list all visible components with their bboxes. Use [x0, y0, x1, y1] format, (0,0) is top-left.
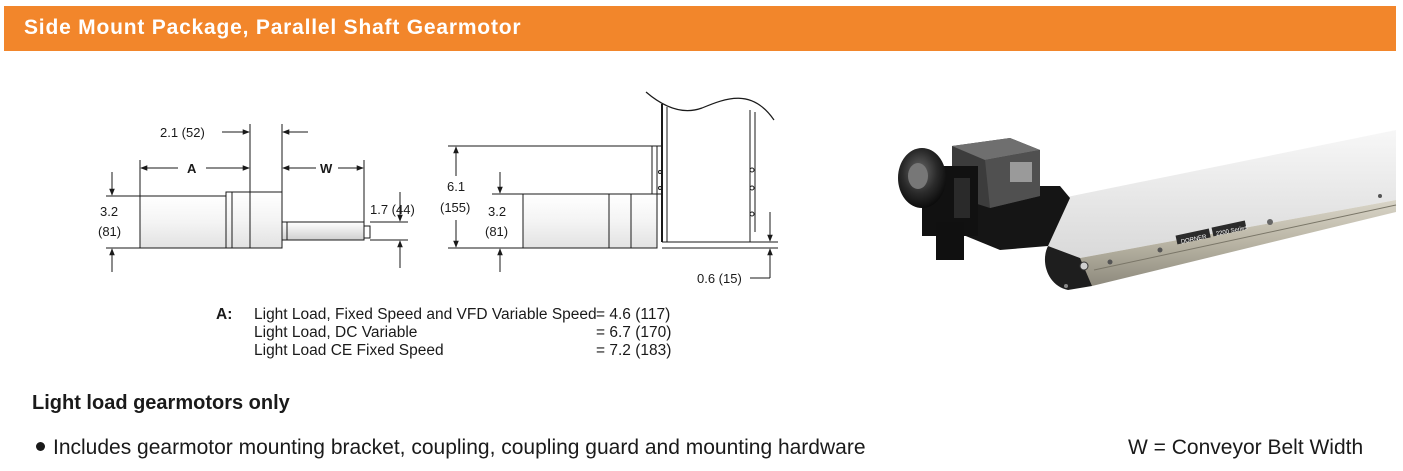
end-dim-height-mm: (81) [485, 224, 508, 239]
section-heading: Light load gearmotors only [32, 392, 290, 414]
bullet-dot-icon [36, 441, 45, 451]
dimension-a-row-description: Light Load, DC Variable [254, 324, 418, 341]
conveyor-side-rail [1078, 200, 1396, 286]
end-view-drawing [448, 91, 778, 279]
dim-offset-label: 2.1 (52) [160, 125, 205, 140]
side-dim-height-mm: (81) [98, 224, 121, 239]
end-dim-height-in: 3.2 [488, 204, 506, 219]
header-banner: Side Mount Package, Parallel Shaft Gearm… [4, 6, 1396, 51]
end-dim-overall-in: 6.1 [447, 179, 465, 194]
end-dim-bottom: 0.6 (15) [697, 271, 742, 286]
rail-brand-label: DORNER [1180, 234, 1207, 245]
dimension-a-row-value: = 4.6 (117) [596, 306, 671, 323]
belt-width-note: W = Conveyor Belt Width [1128, 436, 1364, 459]
dimension-a-row-description: Light Load CE Fixed Speed [254, 342, 444, 359]
motor-body [139, 195, 227, 249]
product-photo: DORNER 2200 Series [898, 130, 1397, 290]
conveyor-belt [1048, 130, 1396, 258]
bullet-text: Includes gearmotor mounting bracket, cou… [53, 436, 866, 459]
bullet-item: Includes gearmotor mounting bracket, cou… [36, 436, 866, 460]
dimension-a-key: A: [216, 306, 233, 323]
dimension-a-row-value: = 6.7 (170) [596, 324, 672, 341]
side-dim-height-in: 3.2 [100, 204, 118, 219]
dimension-a-row-value: = 7.2 (183) [596, 342, 672, 359]
dimension-a-values: = 4.6 (117) = 6.7 (170) = 7.2 (183) [596, 306, 671, 360]
end-pulley-cap [1044, 246, 1092, 290]
output-shaft [281, 221, 365, 241]
dimension-a-descriptions: Light Load, Fixed Speed and VFD Variable… [254, 306, 597, 360]
gearbox-housing [225, 191, 283, 249]
side-view-drawing [106, 124, 408, 272]
dim-a-label: A [187, 161, 197, 176]
page-title: Side Mount Package, Parallel Shaft Gearm… [24, 16, 522, 39]
end-dim-overall-mm: (155) [440, 200, 470, 215]
dim-shaft-label: 1.7 (44) [370, 202, 415, 217]
end-motor-body [522, 193, 610, 249]
dim-w-label: W [320, 161, 333, 176]
dimension-a-row-description: Light Load, Fixed Speed and VFD Variable… [254, 306, 597, 323]
